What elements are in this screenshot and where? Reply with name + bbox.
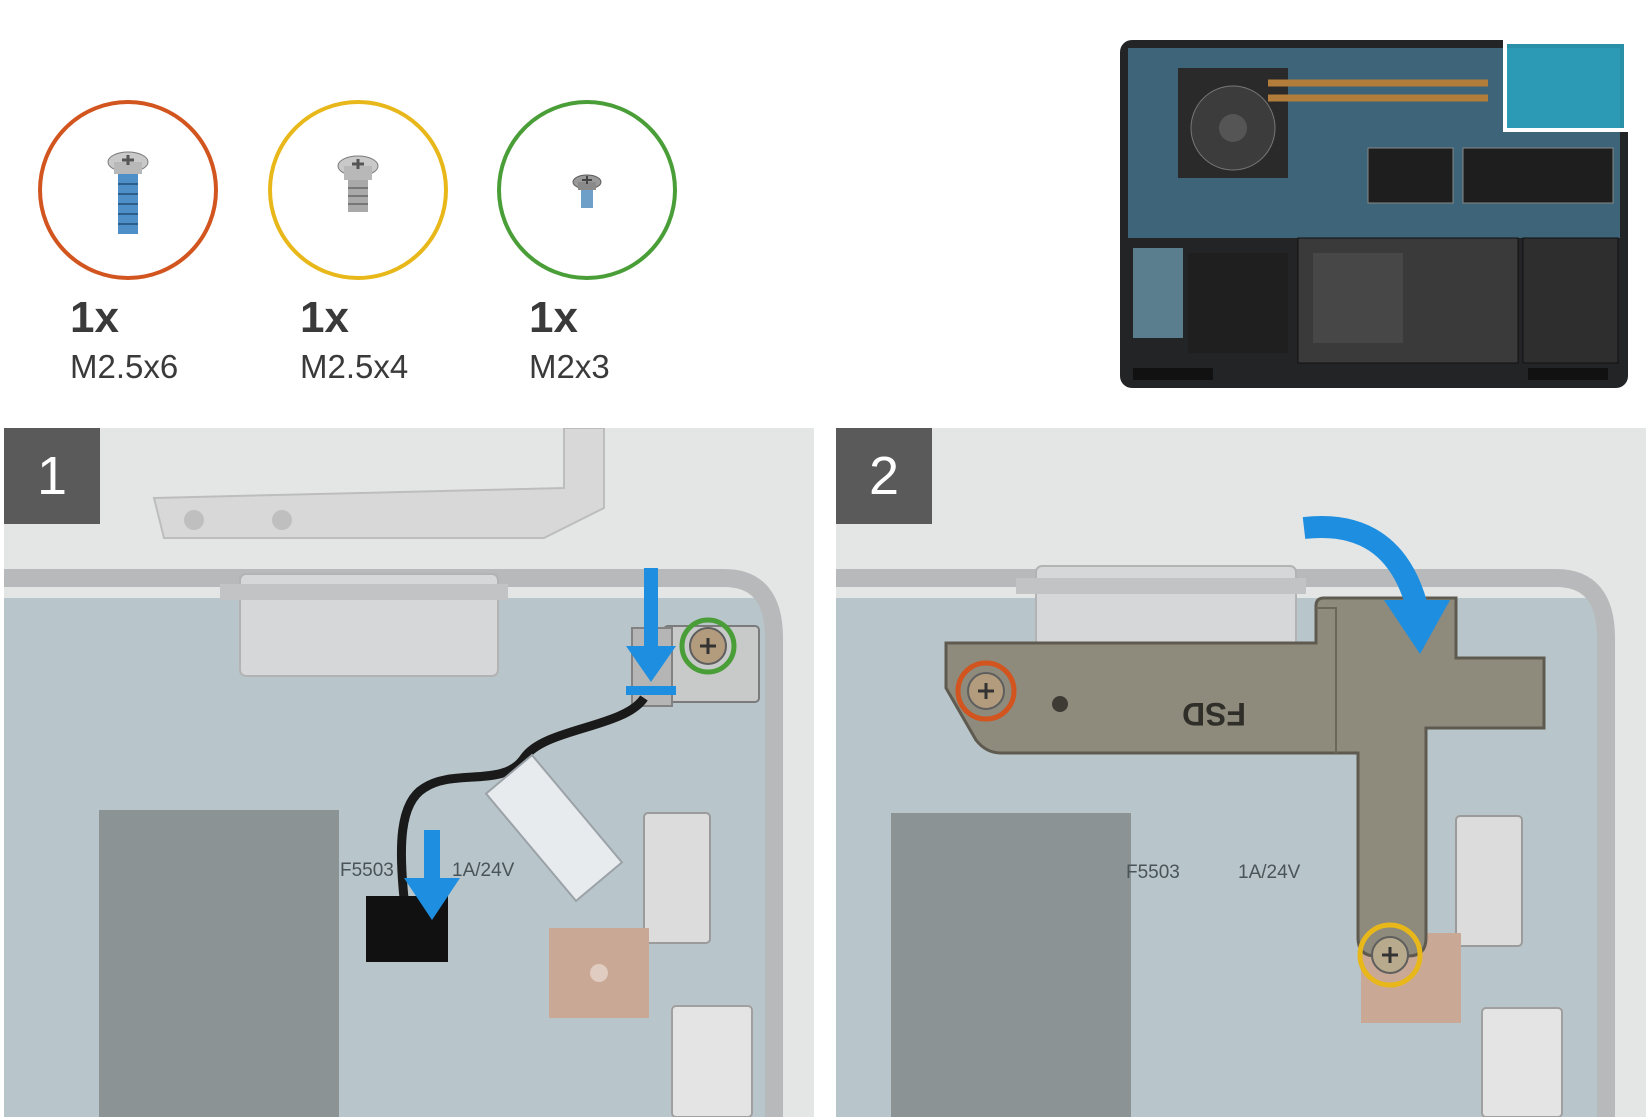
rating-label-2: 1A/24V [1238, 862, 1301, 883]
screw-size: M2.5x6 [70, 348, 179, 385]
screw-ring-green [497, 100, 677, 280]
screw-legend-m2-5x6: 1x M2.5x6 [38, 100, 228, 400]
fuse-label-2: F5503 [1126, 862, 1180, 883]
screw-m2-5x6-icon [107, 151, 149, 234]
rating-label-1: 1A/24V [452, 860, 515, 881]
screw-quantity: 1x [300, 293, 349, 342]
step-number-badge: 2 [836, 428, 932, 524]
highlight-box [1503, 40, 1628, 132]
screw-ring-yellow [268, 100, 448, 280]
step-2-panel: FSD F5503 1A/24V 2 [836, 428, 1646, 1117]
screw-legend-m2-5x4: 1x M2.5x4 [268, 100, 458, 400]
laptop-base-overview [1118, 38, 1630, 390]
step-number-badge: 1 [4, 428, 100, 524]
screw-quantity: 1x [70, 293, 119, 342]
screw-quantity: 1x [529, 293, 578, 342]
screw-size: M2x3 [529, 348, 610, 385]
screw-ring-orange [38, 100, 218, 280]
screw-m2-5x4-icon [337, 155, 379, 212]
screw-legend-m2x3: 1x M2x3 [497, 100, 687, 400]
screw-m2x3-icon [572, 174, 602, 208]
screw-size: M2.5x4 [300, 348, 409, 385]
fuse-label-1: F5503 [340, 860, 394, 881]
bracket-label: FSD [1182, 696, 1246, 732]
step-1-panel: F5503 1A/24V 1 [4, 428, 814, 1117]
